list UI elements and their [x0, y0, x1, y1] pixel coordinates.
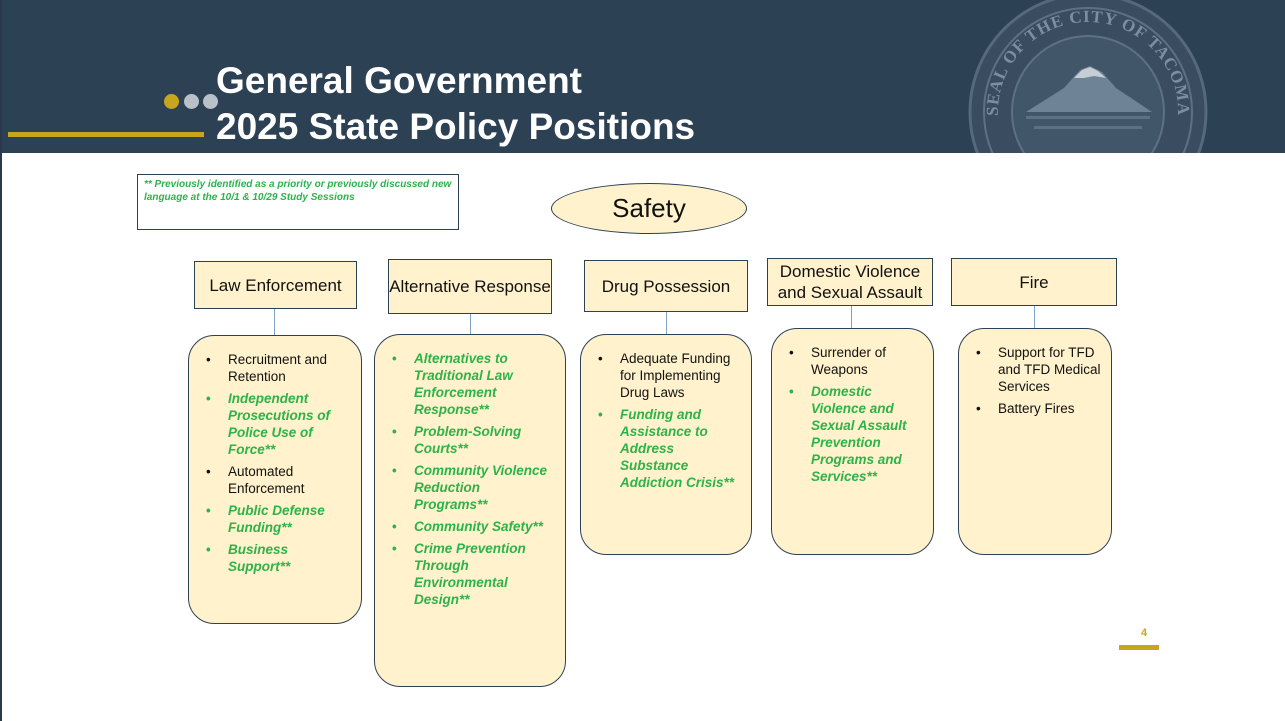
list-item-highlight: Independent Prosecutions of Police Use o… [203, 390, 351, 458]
list-item-highlight: Domestic Violence and Sexual Assault Pre… [786, 383, 925, 485]
list-item-highlight: Community Violence Reduction Programs** [389, 462, 557, 513]
slide-frame [0, 0, 2, 721]
panel-alternative-response: Alternatives to Traditional Law Enforcem… [374, 334, 566, 687]
list-item-highlight: Public Defense Funding** [203, 502, 351, 536]
list-item: Recruitment and Retention [203, 351, 351, 385]
topic-label: Safety [612, 193, 686, 223]
seal-icon: SEAL OF THE CITY OF TACOMA [968, 0, 1208, 153]
panel-drug-possession: Adequate Funding for Implementing Drug L… [580, 334, 752, 555]
category-title: Drug Possession [601, 276, 731, 296]
list-item-highlight: Alternatives to Traditional Law Enforcem… [389, 350, 557, 418]
list-item-highlight: Business Support** [203, 541, 351, 575]
list-item: Surrender of Weapons [786, 344, 925, 378]
decorative-dot-icon [184, 94, 199, 109]
title-line-2: 2025 State Policy Positions [216, 106, 696, 147]
category-law-enforcement: Law Enforcement [194, 261, 357, 309]
list-item-highlight: Crime Prevention Through Environmental D… [389, 540, 557, 608]
list-item-highlight: Community Safety** [389, 518, 557, 535]
category-drug-possession: Drug Possession [584, 260, 748, 312]
city-seal-logo: SEAL OF THE CITY OF TACOMA [956, 0, 1218, 153]
panel-law-enforcement: Recruitment and Retention Independent Pr… [188, 335, 362, 624]
category-fire: Fire [951, 258, 1117, 306]
page-title: General Government 2025 State Policy Pos… [216, 58, 695, 150]
page-number: 4 [1141, 627, 1148, 639]
list-item: Battery Fires [973, 400, 1103, 417]
connector-line [1034, 306, 1035, 328]
connector-line [274, 309, 275, 335]
category-title: Domestic Violence and Sexual Assault [777, 262, 923, 302]
list-item: Automated Enforcement [203, 463, 351, 497]
list-item-highlight: Funding and Assistance to Address Substa… [595, 406, 741, 491]
list-item: Adequate Funding for Implementing Drug L… [595, 350, 741, 401]
category-domestic-violence: Domestic Violence and Sexual Assault [767, 258, 933, 306]
connector-line [851, 306, 852, 328]
category-title: Law Enforcement [209, 275, 342, 295]
connector-line [470, 314, 471, 334]
topic-oval: Safety [551, 183, 747, 234]
page-number-bar [1119, 645, 1159, 650]
list-item-highlight: Problem-Solving Courts** [389, 423, 557, 457]
decorative-dot-icon [164, 94, 179, 109]
category-title: Alternative Response [389, 277, 551, 296]
title-accent-line [8, 132, 204, 137]
panel-fire: Support for TFD and TFD Medical Services… [958, 328, 1112, 555]
legend-note: ** Previously identified as a priority o… [137, 174, 459, 230]
decorative-dot-icon [203, 94, 218, 109]
category-alternative-response: Alternative Response [388, 259, 552, 314]
connector-line [666, 312, 667, 334]
panel-domestic-violence: Surrender of Weapons Domestic Violence a… [771, 328, 934, 555]
category-title: Fire [1019, 272, 1049, 292]
title-line-1: General Government [216, 60, 583, 101]
list-item: Support for TFD and TFD Medical Services [973, 344, 1103, 395]
